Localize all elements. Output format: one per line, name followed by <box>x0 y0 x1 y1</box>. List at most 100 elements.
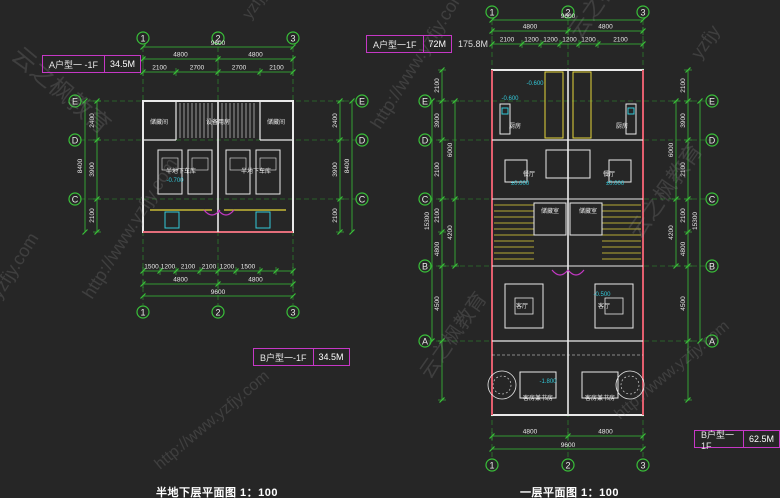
dim-side-left-text: 3900 <box>89 162 96 177</box>
axis-bubble-left-label: E <box>422 97 428 107</box>
dim-side-total-text-r: 8400 <box>344 158 351 173</box>
door-swing <box>567 269 585 276</box>
dim-side-left-text: 2100 <box>434 208 441 223</box>
axis-bubble-top <box>211 31 225 45</box>
axis-bubble-left-label: B <box>422 262 428 272</box>
dim-sub-bottom-text: 2100 <box>202 264 217 271</box>
axis-bubble-top-label: 3 <box>640 8 645 18</box>
tag-value: 34.5M <box>313 348 350 366</box>
tree-symbol-inner <box>620 375 640 395</box>
dim-total-text: 9600 <box>561 13 576 20</box>
tag-extra: 175.8M <box>458 39 489 49</box>
plan-right-yellow-void <box>544 71 564 139</box>
axis-bubble-top-label: 3 <box>290 34 295 44</box>
bed <box>519 371 557 399</box>
dim-side-right-text: 2100 <box>332 208 339 223</box>
dim-sub-top-text: 2700 <box>232 65 247 72</box>
tag-label: B户型一-1F <box>253 348 314 366</box>
plan-right-tag-top: A户型一1F 72M 175.8M <box>366 35 488 53</box>
dim-sub-top-text: 2100 <box>269 65 284 72</box>
dim-side-total-text: 8400 <box>77 158 84 173</box>
dim-half-top-text: 4800 <box>173 52 188 59</box>
dim-sub-bottom-text: 1200 <box>220 264 235 271</box>
dim-side-right-text: 3900 <box>680 113 687 128</box>
dim-side-left-text: 2100 <box>434 162 441 177</box>
tag-value: 34.5M <box>105 55 142 73</box>
room-label: 客厅 <box>598 302 610 310</box>
level-mark: -0.700 <box>166 178 184 184</box>
dim-sub-top-text: 1200 <box>543 37 558 44</box>
tree-symbol <box>487 370 517 400</box>
car-outline <box>187 149 213 195</box>
dim-side-left-text: 2100 <box>434 78 441 93</box>
dim-half-top-text: 4800 <box>248 52 263 59</box>
plan-left-fixture <box>164 211 180 229</box>
car-window <box>191 157 209 171</box>
dim-side-mid-r-text: 4200 <box>668 225 675 240</box>
axis-bubble-right <box>705 192 719 206</box>
sofa-set <box>594 283 634 329</box>
axis-bubble-top-label: 1 <box>489 8 494 18</box>
tree-symbol <box>615 370 645 400</box>
axis-bubble-bottom-label: 3 <box>290 308 295 318</box>
room-label: 半地下车库 <box>241 167 271 175</box>
watermark-text: 云之枫教育 <box>564 0 648 43</box>
watermark-text: http://www.yzfjy.com <box>612 318 733 423</box>
plan-right-core <box>545 149 569 179</box>
axis-bubble-right <box>705 334 719 348</box>
dim-half-bottom-text: 4800 <box>173 277 188 284</box>
dim-tick <box>697 338 703 344</box>
axis-bubble-top-label: 2 <box>565 8 570 18</box>
room-label: 厨房 <box>616 122 628 130</box>
dim-sub-bottom-text: 1200 <box>161 264 176 271</box>
level-mark: ±0.000 <box>606 181 625 187</box>
dim-tick <box>429 98 435 104</box>
dim-sub-top-text: 1200 <box>581 37 596 44</box>
axis-bubble-top <box>561 5 575 19</box>
dim-tick <box>489 17 495 23</box>
dim-tick <box>349 229 355 235</box>
watermark-text: yzfjy.com <box>0 229 42 302</box>
dining-table <box>504 159 528 183</box>
room-label: 储藏室 <box>579 207 597 215</box>
plan-right-yellow-void <box>572 71 592 139</box>
dim-side-left-text: 4500 <box>434 296 441 311</box>
kitchen-counter <box>625 103 637 135</box>
axis-bubble-right-label: C <box>709 195 716 205</box>
axis-bubble-bottom <box>286 305 300 319</box>
dim-sub-top-text: 2100 <box>613 37 628 44</box>
axis-bubble-left <box>68 133 82 147</box>
level-mark: -0.600 <box>526 81 544 87</box>
dim-side-right-text: 4500 <box>680 296 687 311</box>
watermark-text: http://www.yzfjy.com <box>366 0 469 132</box>
axis-bubble-left <box>68 192 82 206</box>
axis-bubble-right-label: D <box>359 136 366 146</box>
axis-bubble-right <box>705 133 719 147</box>
dim-sub-top-text: 2700 <box>190 65 205 72</box>
axis-bubble-right-label: A <box>709 337 715 347</box>
watermark-text: yzfjy <box>687 21 724 62</box>
plan-left-fixture <box>255 211 271 229</box>
axis-bubble-bottom <box>136 305 150 319</box>
dim-sub-bottom-text: 2100 <box>181 264 196 271</box>
watermark-text: yzfjy <box>239 0 271 22</box>
tag-label: B户型一1F <box>694 430 744 451</box>
dim-side-right-text: 4800 <box>680 241 687 256</box>
axis-bubble-bottom-label: 1 <box>489 461 494 471</box>
axis-bubble-bottom-label: 3 <box>640 461 645 471</box>
room-label: 设备用房 <box>206 118 230 126</box>
axis-bubble-bottom <box>561 458 575 472</box>
room-label: 半地下车库 <box>166 167 196 175</box>
dim-tick <box>429 338 435 344</box>
axis-bubble-top <box>136 31 150 45</box>
dim-side-right-text: 2100 <box>680 208 687 223</box>
sink <box>627 107 635 115</box>
tag-value: 62.5M <box>743 430 780 448</box>
axis-bubble-bottom <box>211 305 225 319</box>
car-window <box>259 157 277 171</box>
axis-bubble-right <box>355 133 369 147</box>
room-label: 餐厅 <box>523 170 535 178</box>
axis-bubble-right <box>705 259 719 273</box>
axis-bubble-right-label: C <box>359 195 366 205</box>
